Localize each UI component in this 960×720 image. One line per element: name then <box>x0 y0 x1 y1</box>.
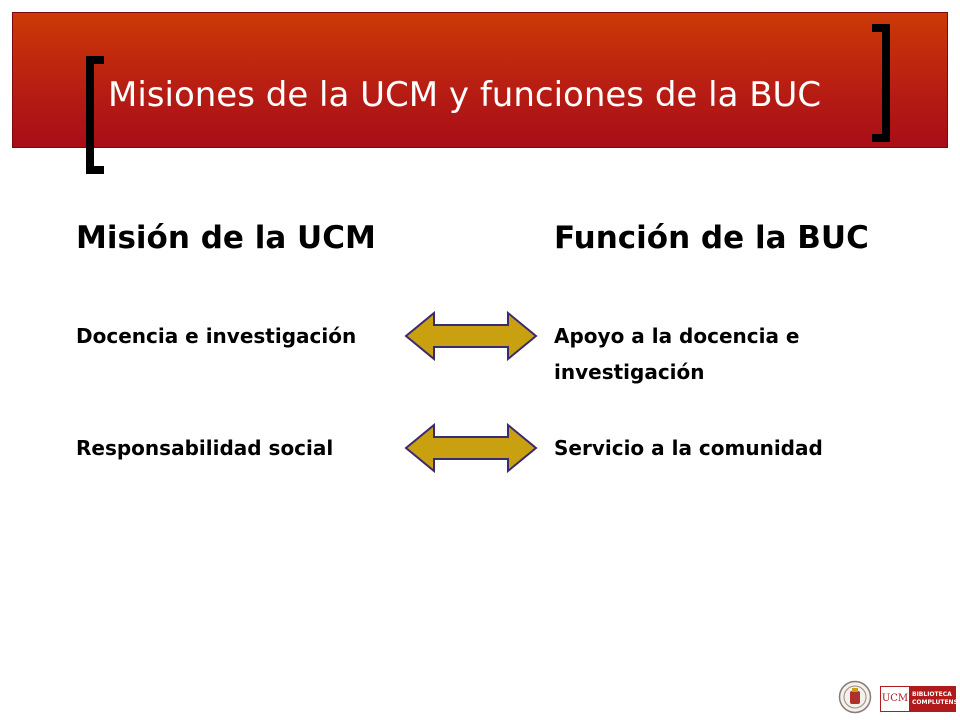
double-arrow-icon <box>404 422 538 474</box>
mission-item-text: Docencia e investigación <box>76 324 357 348</box>
left-bracket-decoration <box>86 56 104 174</box>
function-item-text-line2: investigación <box>554 360 705 384</box>
logo-line1: BIBLIOTECA <box>912 691 952 698</box>
right-bracket-decoration <box>872 24 890 142</box>
logo-ucm-text: UCM <box>881 693 909 704</box>
heading-mision-ucm: Misión de la UCM <box>76 220 376 256</box>
ucm-seal-icon <box>838 680 872 714</box>
function-item-servicio: Servicio a la comunidad <box>554 430 823 466</box>
biblioteca-complutense-logo: UCM BIBLIOTECA COMPLUTENSE <box>880 686 960 712</box>
mission-item-responsabilidad: Responsabilidad social <box>76 430 333 466</box>
function-item-text-line1: Apoyo a la docencia e <box>554 324 800 348</box>
slide-title: Misiones de la UCM y funciones de la BUC <box>108 75 822 115</box>
logo-library-block: BIBLIOTECA COMPLUTENSE <box>909 687 960 711</box>
logo-line2: COMPLUTENSE <box>912 699 960 706</box>
heading-funcion-buc: Función de la BUC <box>554 220 869 256</box>
function-item-apoyo: Apoyo a la docencia e investigación <box>554 318 800 390</box>
double-arrow-icon <box>404 310 538 362</box>
function-item-text: Servicio a la comunidad <box>554 436 823 460</box>
mission-item-text: Responsabilidad social <box>76 436 334 460</box>
mission-item-docencia: Docencia e investigación <box>76 318 356 354</box>
title-banner <box>12 12 948 148</box>
